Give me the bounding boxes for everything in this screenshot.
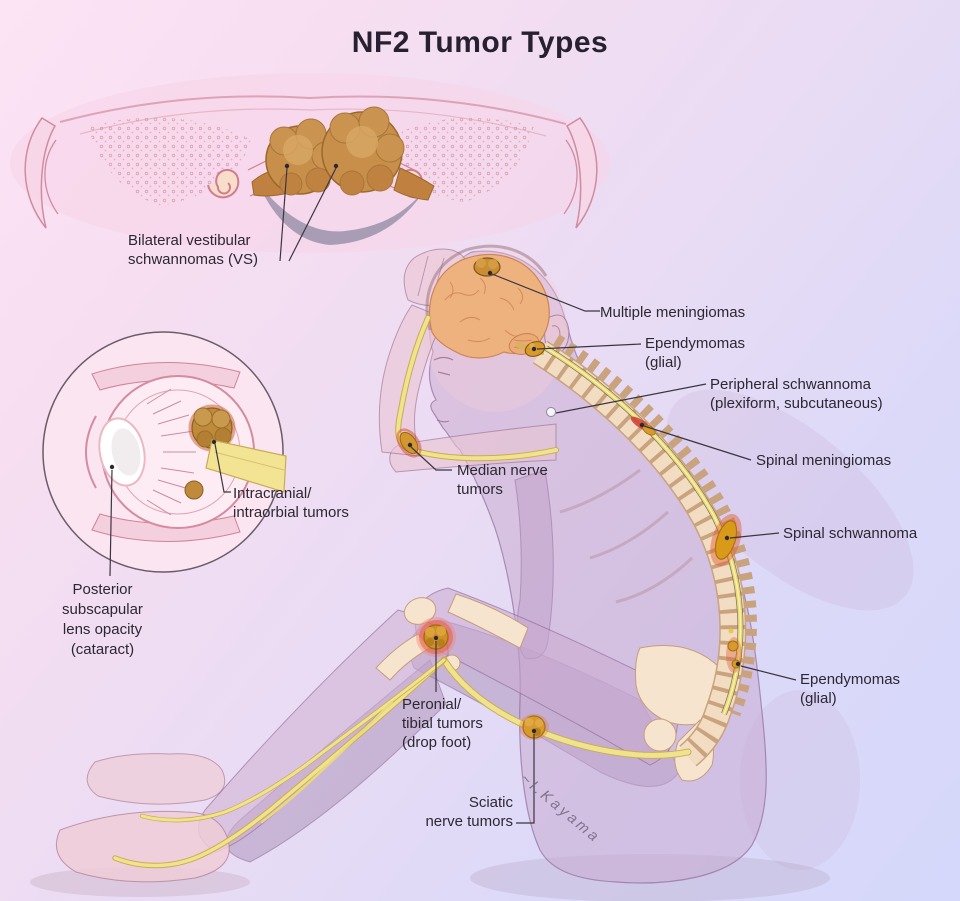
label-ependymomas-spinal: Ependymomas (glial) bbox=[800, 671, 901, 707]
label-median-nerve-tumors: Median nerve tumors bbox=[457, 462, 548, 498]
leader-peripheral-schwannoma bbox=[555, 383, 707, 414]
leader-ependymomas-spinal bbox=[740, 665, 797, 681]
eye-inset-illustration bbox=[42, 331, 287, 573]
near-foot bbox=[56, 810, 230, 883]
spinal-schwannoma-tumor bbox=[710, 513, 742, 567]
label-intracranial-intraorbial-tumors: Intracranial/ intraorbial tumors bbox=[233, 485, 349, 521]
median-nerve-tumor bbox=[396, 428, 422, 458]
leader-spinal-schwannoma bbox=[729, 532, 780, 539]
leader-lines bbox=[109, 163, 797, 824]
nerves bbox=[112, 315, 692, 869]
label-peripheral-schwannoma: Peripheral schwannoma (plexiform, subcut… bbox=[710, 376, 883, 412]
leader-ependymomas-brain bbox=[536, 343, 642, 350]
label-sciatic-nerve-tumors: Sciatic nerve tumors bbox=[425, 794, 513, 830]
page-title: NF2 Tumor Types bbox=[351, 26, 609, 59]
skull-cross-section-illustration bbox=[10, 73, 610, 253]
leader-sciatic bbox=[516, 734, 535, 824]
far-foot bbox=[86, 753, 226, 805]
label-multiple-meningiomas: Multiple meningiomas bbox=[600, 304, 746, 321]
label-posterior-lens-opacity: Posterior subscapular lens opacity (cata… bbox=[62, 581, 143, 658]
meningioma-tumor bbox=[473, 257, 501, 277]
knee-bones bbox=[375, 593, 529, 681]
leader-median-nerve bbox=[410, 446, 452, 471]
right-ear bbox=[565, 117, 598, 229]
label-peronial-tibial-tumors: Peronial/ tibial tumors (drop foot) bbox=[402, 696, 483, 751]
label-spinal-meningiomas: Spinal meningiomas bbox=[756, 452, 892, 469]
leader-intracranial bbox=[214, 443, 231, 493]
leader-bilateral-vs-left bbox=[279, 167, 288, 262]
vestibular-schwannoma-right-tumor bbox=[321, 106, 435, 201]
label-spinal-schwannoma: Spinal schwannoma bbox=[783, 525, 918, 542]
spinal-column bbox=[532, 334, 757, 767]
label-bilateral-vestibular-schwannomas: Bilateral vestibular schwannomas (VS) bbox=[128, 232, 259, 268]
brain bbox=[425, 244, 550, 359]
left-ear bbox=[24, 117, 57, 229]
label-ependymomas-brain: Ependymomas (glial) bbox=[645, 335, 746, 371]
leader-spinal-meningiomas bbox=[643, 425, 752, 461]
leader-bilateral-vs-right bbox=[288, 167, 337, 262]
intraorbital-tumor bbox=[184, 404, 236, 500]
leader-lens-opacity bbox=[109, 469, 113, 577]
left-cochlea bbox=[207, 168, 240, 199]
peripheral-schwannoma-marker bbox=[546, 407, 556, 417]
optic-nerve bbox=[205, 439, 287, 493]
seated-figure-illustration bbox=[30, 244, 914, 901]
cataract-lens bbox=[98, 417, 146, 487]
leader-multiple-meningiomas bbox=[491, 273, 600, 312]
